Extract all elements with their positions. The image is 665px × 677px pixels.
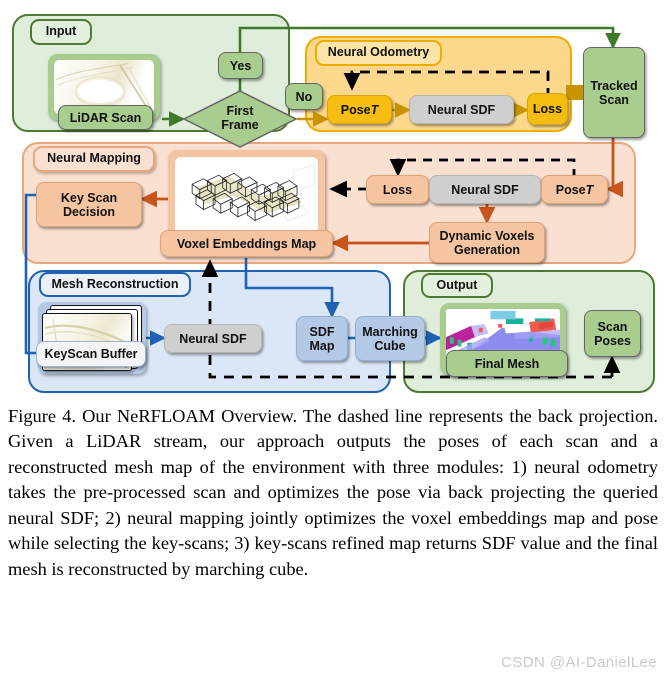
panel-tag-neural-mapping: Neural Mapping (33, 146, 155, 172)
node-dynamic-voxels-generation: Dynamic Voxels Generation (429, 222, 545, 263)
node-sdf-map: SDF Map (296, 316, 348, 361)
node-no: No (285, 83, 323, 110)
node-mapping-loss: Loss (366, 175, 429, 204)
node-key-scan-decision: Key Scan Decision (36, 182, 142, 227)
node-odometry-pose-t: Pose T (327, 95, 392, 124)
panel-tag-output: Output (421, 273, 493, 298)
watermark: CSDN @AI-DanielLee (501, 654, 657, 671)
figure-caption: Figure 4. Our NeRFLOAM Overview. The das… (8, 404, 658, 582)
node-marching-cube: Marching Cube (355, 316, 425, 361)
node-odometry-neural-sdf: Neural SDF (409, 95, 514, 124)
node-tracked-scan: Tracked Scan (583, 47, 645, 138)
panel-tag-mesh-reconstruction: Mesh Reconstruction (39, 272, 191, 297)
node-final-mesh: Final Mesh (446, 350, 568, 377)
figure-caption-text: Figure 4. Our NeRFLOAM Overview. The das… (8, 406, 658, 579)
node-first-frame: First Frame (183, 90, 297, 148)
figure-diagram: Input Neural Odometry Neural Mapping Mes… (12, 14, 655, 393)
node-odometry-loss: Loss (527, 93, 568, 125)
node-scan-poses: Scan Poses (584, 310, 641, 357)
node-keyscan-buffer: KeyScan Buffer (36, 341, 146, 367)
node-mesh-neural-sdf: Neural SDF (164, 324, 262, 353)
node-mapping-pose-t: Pose T (541, 175, 608, 204)
node-yes: Yes (218, 52, 263, 79)
node-lidar-scan: LiDAR Scan (58, 105, 153, 130)
node-voxel-embeddings-map: Voxel Embeddings Map (160, 230, 333, 257)
node-first-frame-label: First Frame (221, 104, 259, 132)
panel-tag-neural-odometry: Neural Odometry (315, 40, 442, 66)
node-mapping-neural-sdf: Neural SDF (429, 175, 541, 204)
panel-tag-input: Input (30, 19, 92, 45)
voxel-embeddings-image (168, 150, 325, 242)
